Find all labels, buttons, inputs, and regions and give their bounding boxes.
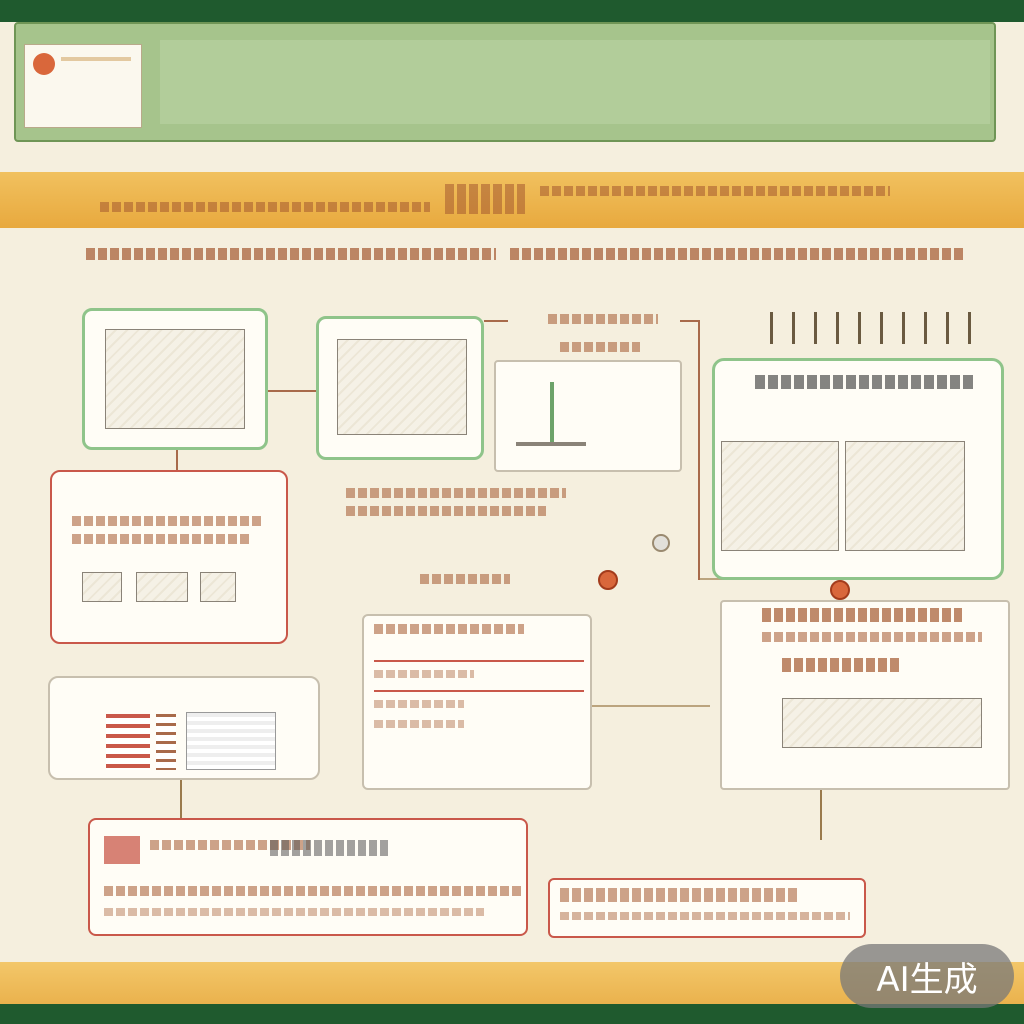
panel-right-lower-heading: [762, 608, 962, 622]
subheading-left: [86, 248, 496, 260]
list-rule: [374, 690, 584, 692]
bench-icon: [136, 572, 188, 602]
connector-line: [590, 705, 710, 707]
heading-band: [0, 172, 1024, 228]
ai-generated-badge: AI生成: [840, 944, 1014, 1008]
banner-thumbnail: [24, 44, 142, 128]
top-frame: [0, 0, 1024, 22]
panel-top-center: [494, 360, 682, 472]
apparatus-sketch-icon: [845, 441, 965, 551]
chair-icon: [200, 572, 236, 602]
junction-node-red: [598, 570, 618, 590]
panel-bottom-right: [548, 878, 866, 938]
title-banner-highlight: [160, 40, 990, 124]
panel-bottom-left: [88, 818, 528, 936]
junction-node-red: [830, 580, 850, 600]
list-row: [374, 720, 464, 728]
junction-node: [652, 534, 670, 552]
thumbnail-ornament-icon: [33, 53, 55, 75]
connector-line: [698, 320, 700, 580]
list-row: [374, 700, 464, 708]
middle-label: [346, 488, 566, 498]
header-glyph-row: [770, 312, 980, 344]
panel-left-table: [48, 676, 320, 780]
panel-right-heading: [755, 375, 975, 389]
bottom-left-text: [150, 840, 310, 850]
process-sketch-icon: [782, 698, 982, 748]
panel-left-red-text: [72, 516, 262, 526]
band-heading: [0, 172, 1, 173]
subheading: [0, 0, 1, 1]
connector-line: [484, 320, 508, 322]
bottom-right-heading: [560, 888, 800, 902]
panel-top-middle: [316, 316, 484, 460]
equipment-sketch-icon: [337, 339, 467, 435]
desk-icon: [82, 572, 122, 602]
table-column: [156, 714, 176, 770]
panel-right-lower-text: [762, 632, 982, 642]
connector-line: [180, 780, 182, 820]
list-heading: [374, 624, 524, 634]
middle-label: [346, 506, 546, 516]
bottom-left-heading: [270, 840, 390, 856]
label-strip: [560, 342, 640, 352]
bottom-left-row: [104, 908, 484, 916]
middle-label: [420, 574, 510, 584]
table-thumbnail-icon: [106, 714, 150, 770]
diagram-sketch-icon: [721, 441, 839, 551]
poster-title: [170, 56, 980, 116]
connector-line: [680, 320, 700, 322]
machine-sketch-icon: [105, 329, 245, 429]
panel-top-left: [82, 308, 268, 450]
panel-center-list: [362, 614, 592, 790]
panel-left-red: [50, 470, 288, 644]
panel-right-lower: [720, 600, 1010, 790]
thumbnail-line: [61, 57, 131, 61]
base-mark: [516, 442, 586, 446]
table-grid: [186, 712, 276, 770]
bottom-left-row: [104, 886, 524, 896]
stem-mark: [550, 382, 554, 442]
stamp-icon: [104, 836, 140, 864]
bottom-right-row: [560, 912, 850, 920]
band-text-block: [445, 184, 525, 214]
connector-line: [820, 780, 822, 840]
list-row: [374, 670, 474, 678]
connector-line: [266, 390, 316, 392]
subheading-right: [510, 248, 965, 260]
list-rule: [374, 660, 584, 662]
band-text-right: [540, 186, 890, 196]
panel-right: [712, 358, 1004, 580]
label-strip: [548, 314, 658, 324]
panel-right-lower-subheading: [782, 658, 902, 672]
panel-left-red-text: [72, 534, 252, 544]
bottom-frame: [0, 1004, 1024, 1024]
band-text-left: [100, 202, 430, 212]
